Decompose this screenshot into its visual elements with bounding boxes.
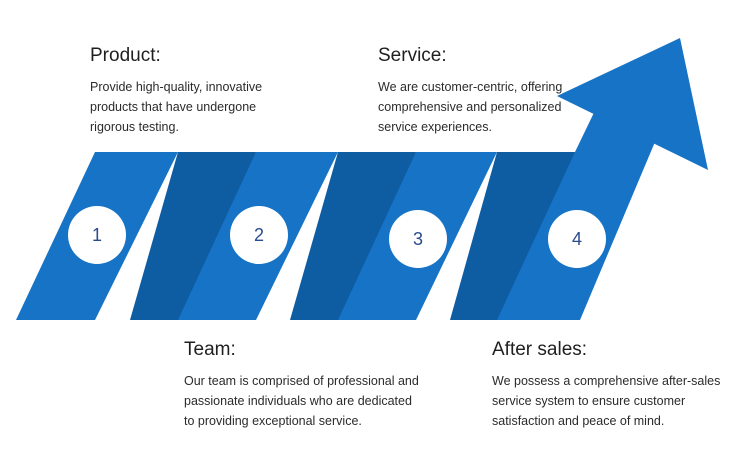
product-line-2: products that have undergone (90, 99, 257, 114)
product-block: Product: Provide high-quality, innovativ… (90, 45, 330, 137)
fold-segment-1 (130, 152, 256, 320)
team-line-3: to providing exceptional service. (184, 413, 362, 428)
product-title: Product: (90, 45, 161, 66)
after-sales-line-1: We possess a comprehensive after-sales (492, 373, 721, 388)
service-block: Service: We are customer-centric, offeri… (378, 45, 618, 137)
team-title: Team: (184, 339, 236, 360)
arrow-head (557, 38, 708, 170)
product-line-1: Provide high-quality, innovative (90, 79, 263, 94)
product-line-3: rigorous testing. (90, 119, 179, 134)
after-sales-title: After sales: (492, 339, 588, 360)
fold-segment-2 (290, 152, 416, 320)
step-number: 4 (571, 228, 582, 249)
step-number: 1 (91, 224, 102, 245)
after-sales-description: We possess a comprehensive after-sales s… (492, 371, 742, 431)
service-line-1: We are customer-centric, offering (378, 79, 563, 94)
step-circle-2: 2 (230, 206, 288, 264)
service-description: We are customer-centric, offering compre… (378, 77, 618, 137)
team-description: Our team is comprised of professional an… (184, 371, 444, 431)
after-sales-line-3: satisfaction and peace of mind. (492, 413, 665, 428)
service-line-3: service experiences. (378, 119, 492, 134)
step-circle-1: 1 (68, 206, 126, 264)
team-block: Team: Our team is comprised of professio… (184, 339, 444, 431)
after-sales-line-2: service system to ensure customer (492, 393, 686, 408)
service-title: Service: (378, 45, 447, 66)
team-line-2: passionate individuals who are dedicated (184, 393, 412, 408)
step-circle-4: 4 (548, 210, 606, 268)
product-description: Provide high-quality, innovative product… (90, 77, 330, 137)
arrow-shaft (497, 96, 660, 320)
step-number: 3 (412, 228, 423, 249)
step-number: 2 (253, 224, 264, 245)
team-line-1: Our team is comprised of professional an… (184, 373, 419, 388)
step-circle-3: 3 (389, 210, 447, 268)
after-sales-block: After sales: We possess a comprehensive … (492, 339, 742, 431)
service-line-2: comprehensive and personalized (378, 99, 562, 114)
fold-segment-3 (450, 152, 575, 320)
